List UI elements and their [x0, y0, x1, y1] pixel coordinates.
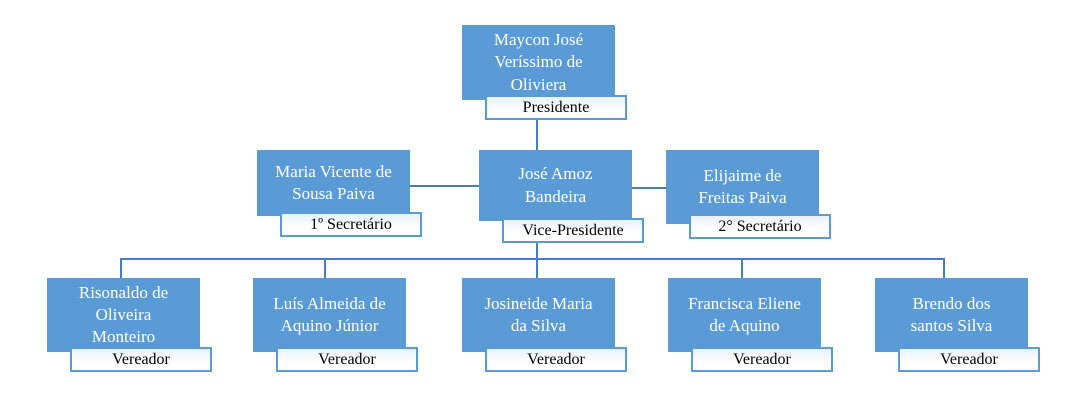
name-box: Risonaldo de Oliveira Monteiro	[47, 278, 200, 352]
role-label: Vereador	[691, 347, 833, 372]
name-box: José Amoz Bandeira	[479, 150, 632, 221]
role-label: Vereador	[276, 347, 418, 372]
role-label: Vice-Presidente	[502, 218, 644, 243]
name-box: Maria Vicente de Sousa Paiva	[257, 150, 410, 216]
role-label: Presidente	[485, 95, 627, 120]
name-box: Elijaime de Freitas Paiva	[666, 150, 819, 224]
person-name: Maycon José Veríssimo de Oliviera	[493, 30, 584, 94]
connector-sec1-to-vice	[410, 185, 480, 187]
connector-drop-vereador-2	[324, 258, 326, 279]
person-name: Luís Almeida de Aquino Júnior	[273, 293, 386, 335]
name-box: Josineide Maria da Silva	[462, 278, 615, 352]
person-name: Elijaime de Freitas Paiva	[698, 165, 787, 207]
name-box: Maycon José Veríssimo de Oliviera	[462, 25, 615, 100]
connector-president-to-vice	[536, 120, 538, 151]
connector-bottom-rail	[120, 258, 945, 260]
role-label: Vereador	[485, 347, 627, 372]
role-label: Vereador	[898, 347, 1040, 372]
name-box: Luís Almeida de Aquino Júnior	[253, 278, 406, 352]
connector-drop-vereador-1	[120, 258, 122, 279]
name-box: Francisca Eliene de Aquino	[668, 278, 821, 352]
connector-drop-vereador-4	[741, 258, 743, 279]
role-label: 1º Secretário	[280, 212, 422, 237]
connector-drop-vereador-5	[943, 258, 945, 279]
person-name: Brendo dos santos Silva	[910, 293, 993, 335]
connector-vice-to-sec2	[632, 187, 667, 189]
person-name: Risonaldo de Oliveira Monteiro	[78, 282, 169, 347]
person-name: Francisca Eliene de Aquino	[688, 293, 801, 335]
name-box: Brendo dos santos Silva	[875, 278, 1028, 352]
connector-vice-down-stem	[536, 243, 538, 260]
role-label: 2° Secretário	[689, 214, 831, 239]
connector-drop-vereador-3	[536, 258, 538, 279]
person-name: Josineide Maria da Silva	[484, 293, 593, 335]
person-name: José Amoz Bandeira	[518, 164, 593, 206]
person-name: Maria Vicente de Sousa Paiva	[275, 161, 392, 203]
role-label: Vereador	[70, 347, 212, 372]
